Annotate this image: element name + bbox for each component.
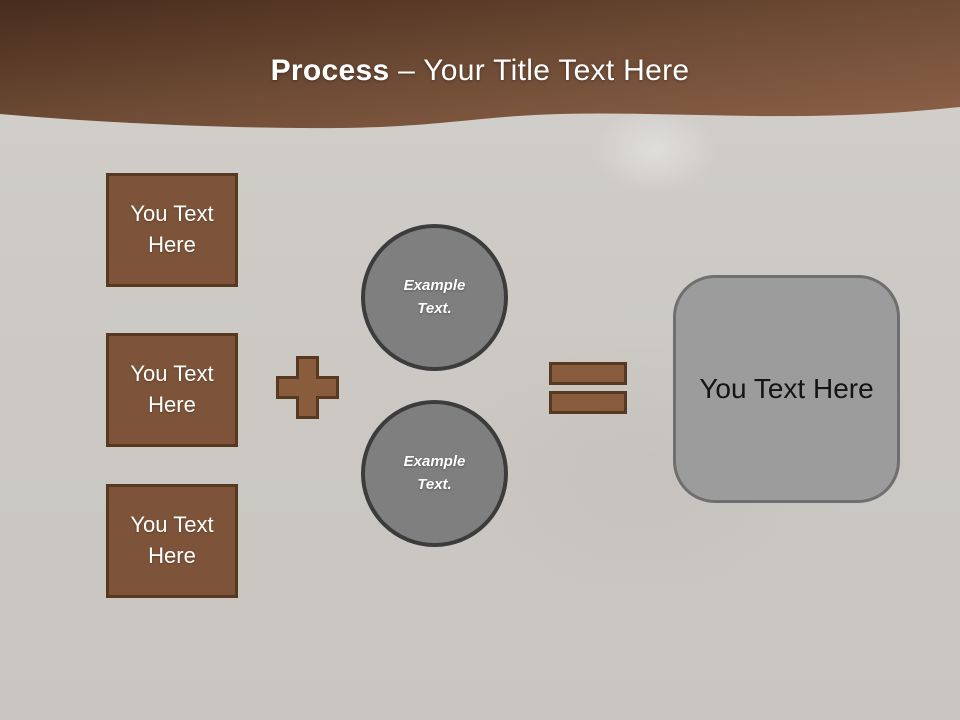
result-box: You Text Here [673, 275, 900, 503]
example-circle-1: Example Text. [361, 224, 508, 371]
step-box-label: You Text Here [130, 512, 214, 568]
result-box-label: You Text Here [699, 373, 874, 404]
example-circle-label: Example Text. [403, 453, 466, 493]
process-step-box-3: You Text Here [106, 484, 238, 598]
process-step-box-2: You Text Here [106, 333, 238, 447]
example-circle-label: Example Text. [403, 277, 466, 317]
plus-icon [276, 356, 339, 419]
slide-title: Process – Your Title Text Here [0, 54, 960, 88]
step-box-label: You Text Here [130, 201, 214, 257]
example-circle-2: Example Text. [361, 400, 508, 547]
process-step-box-1: You Text Here [106, 173, 238, 287]
header-wave [0, 0, 960, 129]
step-box-label: You Text Here [130, 361, 214, 417]
equals-icon [549, 362, 627, 414]
title-rest: – Your Title Text Here [398, 54, 690, 87]
title-emphasis: Process [270, 54, 390, 87]
